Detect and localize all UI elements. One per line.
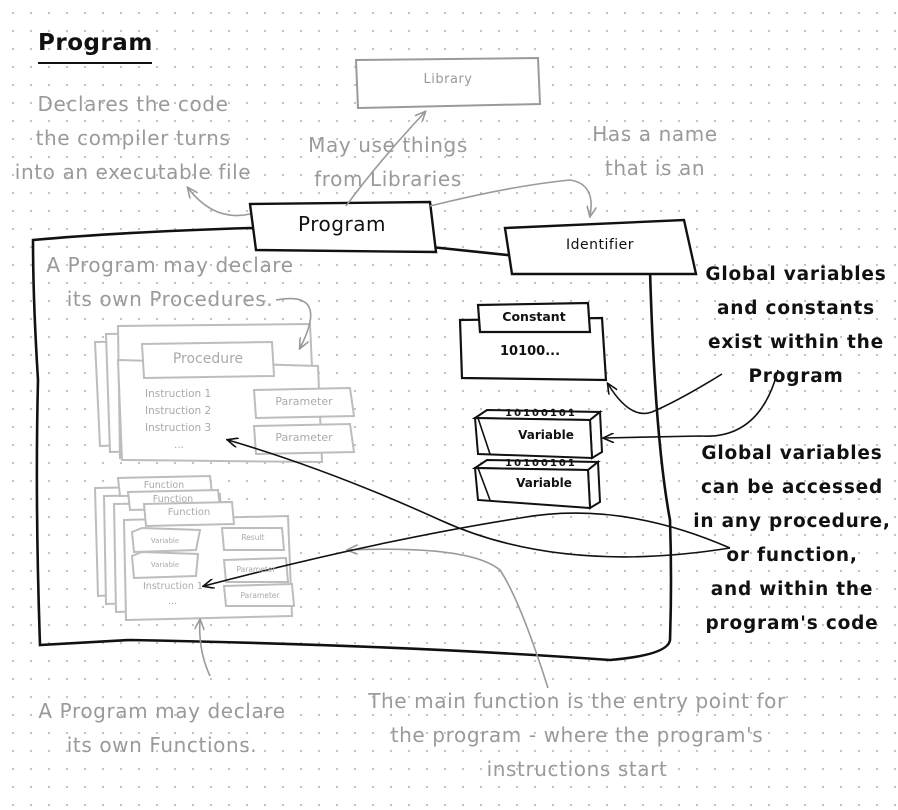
annotation-declares-code: Declares the code the compiler turns int… <box>14 92 252 184</box>
title-underline <box>38 62 152 64</box>
annotation-main-function: The main function is the entry point for… <box>368 689 786 781</box>
function-result-box <box>220 527 286 551</box>
annotation-global-accessed: Global variables can be accessed in any … <box>693 443 891 634</box>
procedure-instruction-ellipsis: ... <box>174 439 185 451</box>
annotation-global-exist: Global variables and constants exist wit… <box>705 264 887 387</box>
procedure-instruction-2: Instruction 2 <box>145 405 212 417</box>
procedure-param-label-2: Parameter <box>275 431 333 444</box>
variable-bits-1: 10100101 <box>505 408 577 416</box>
library-box <box>354 56 542 110</box>
function-variable-label-2: Variable <box>150 561 180 569</box>
arrow-program-to-declares <box>188 188 251 217</box>
function-label-2: Function <box>152 494 194 505</box>
procedure-instruction-1: Instruction 1 <box>145 388 212 400</box>
procedure-param-1 <box>252 386 356 420</box>
arrow-access-procedure <box>228 440 731 558</box>
arrow-to-constant <box>608 373 723 415</box>
program-container <box>31 226 673 662</box>
annotation-may-use: May use things from Libraries <box>308 133 468 191</box>
variable-box-2 <box>471 458 602 510</box>
page-title: Program <box>38 30 153 56</box>
arrow-to-main <box>348 549 549 689</box>
procedure-stack <box>93 322 356 464</box>
arrow-to-procedure <box>275 297 312 348</box>
program-box <box>248 200 438 254</box>
function-result-label: Result <box>241 533 265 542</box>
function-instruction-1: Instruction 1 <box>143 581 203 592</box>
procedure-param-label-1: Parameter <box>275 395 333 408</box>
variable-box-1 <box>471 408 604 460</box>
function-param-label-2: Parameter <box>240 591 280 600</box>
identifier-label: Identifier <box>565 237 635 253</box>
function-label-3: Function <box>167 507 211 518</box>
constant-value: 10100... <box>500 344 561 359</box>
variable-bits-2: 10100101 <box>505 458 577 466</box>
annotation-has-name: Has a name that is an <box>592 122 718 180</box>
annotation-declare-functions: A Program may declare its own Functions. <box>38 699 286 757</box>
variable-label-1: Variable <box>518 428 574 442</box>
arrow-access-function <box>204 512 731 586</box>
annotation-declare-procedures: A Program may declare its own Procedures… <box>46 253 294 311</box>
library-label: Library <box>423 72 473 87</box>
program-label: Program <box>298 212 386 236</box>
arrow-to-variable <box>604 369 779 438</box>
variable-label-2: Variable <box>516 476 572 490</box>
procedure-label: Procedure <box>172 351 244 367</box>
arrow-program-to-library <box>345 112 425 207</box>
procedure-tab <box>140 340 276 380</box>
function-stack <box>93 474 296 622</box>
procedure-instruction-3: Instruction 3 <box>145 422 212 434</box>
arrow-program-to-identifier <box>429 179 591 216</box>
procedure-param-2 <box>252 422 356 456</box>
identifier-box <box>503 218 698 276</box>
constant-tab <box>476 301 592 334</box>
function-label-1: Function <box>143 480 185 491</box>
function-instruction-ellipsis: ... <box>168 596 178 607</box>
arrow-to-functions <box>200 620 211 677</box>
function-variable-label-1: Variable <box>150 537 180 545</box>
function-param-label-1: Parameter <box>236 565 276 574</box>
constant-label: Constant <box>502 309 566 324</box>
